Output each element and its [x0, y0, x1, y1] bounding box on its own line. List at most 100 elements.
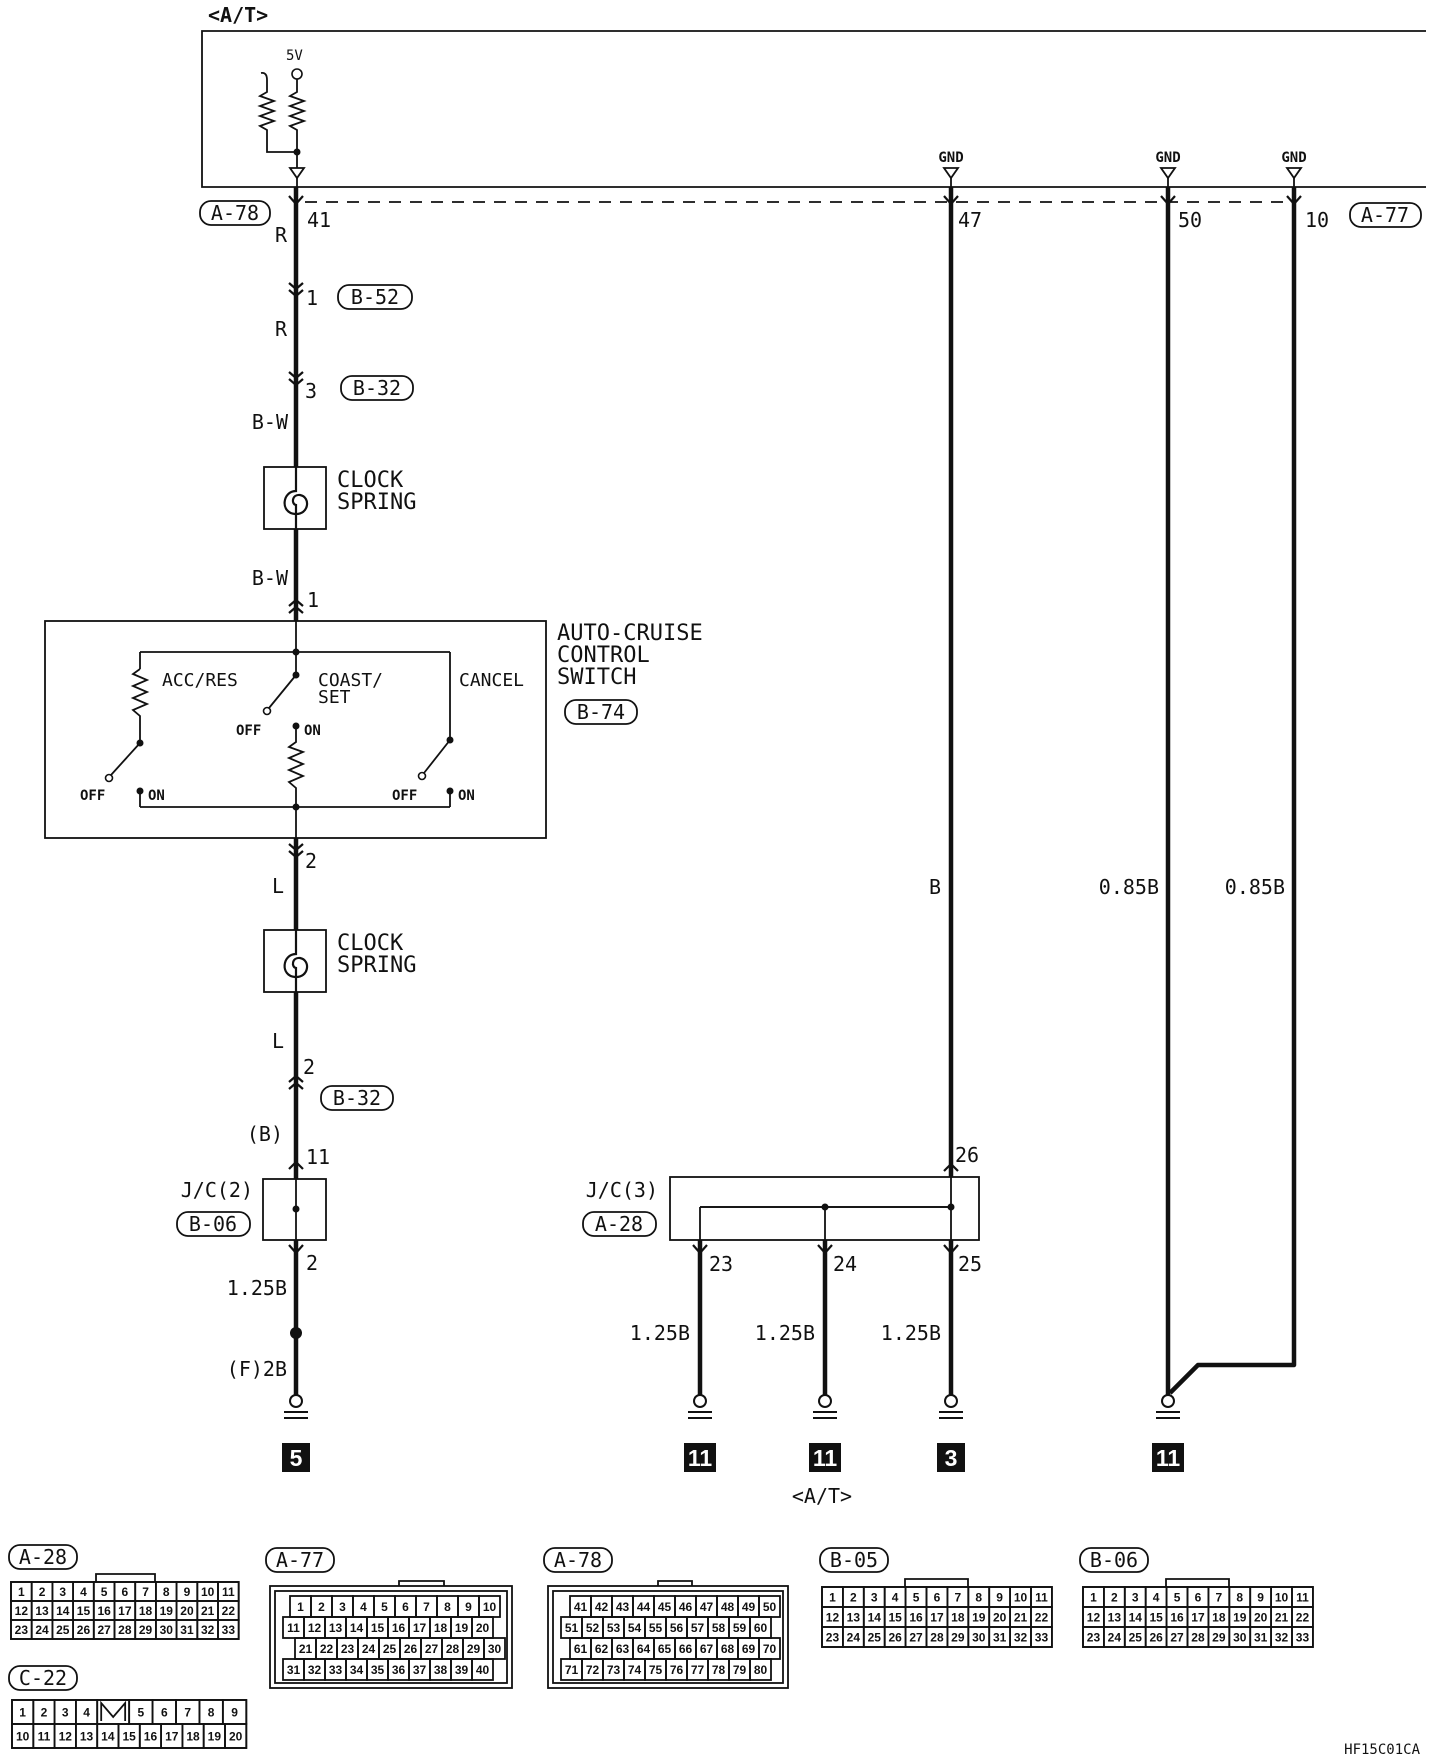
pin-number: 5	[381, 1600, 388, 1614]
pin-number: 9	[996, 1591, 1003, 1605]
pin-number: 41	[574, 1600, 588, 1614]
wire-size: 1.25B	[755, 1321, 815, 1345]
pin-number: 2	[1111, 1591, 1118, 1605]
pin-number: 32	[1014, 1631, 1028, 1645]
clock-spring-label: SPRING	[337, 953, 416, 978]
pin-cell	[1291, 1626, 1314, 1648]
pin-number: 32	[308, 1663, 322, 1677]
wire-size: 0.85B	[1099, 875, 1159, 899]
pin-number: 2	[306, 1251, 318, 1275]
connector-id: B-06	[1090, 1548, 1138, 1572]
pin-number: 32	[1275, 1631, 1289, 1645]
ground-point-label: 3	[937, 1443, 965, 1472]
pin-number: 58	[712, 1621, 726, 1635]
cancel-switch: OFF ON CANCEL	[392, 652, 524, 807]
pin-number: 27	[1170, 1631, 1184, 1645]
ecu-ground-50: GND	[1155, 150, 1181, 187]
pin-number: 6	[122, 1585, 129, 1599]
splice-point	[290, 1327, 302, 1339]
switch-on-label: ON	[458, 788, 475, 804]
pin-number: 23	[15, 1623, 29, 1637]
wire-color: B-W	[252, 566, 289, 590]
pin-number: 2	[305, 849, 317, 873]
connector-label: A-28	[8, 1544, 78, 1570]
pin-number: 47	[700, 1600, 714, 1614]
pin-number: 18	[434, 1621, 448, 1635]
pin-number: 21	[1275, 1611, 1289, 1625]
pin-number: 4	[83, 1706, 90, 1720]
pin-number: 18	[951, 1611, 965, 1625]
pin-number: 29	[139, 1623, 153, 1637]
figure-code: HF15C01CA	[1344, 1742, 1420, 1758]
connector-id: A-77	[276, 1548, 324, 1572]
pin-number: 25	[56, 1623, 70, 1637]
pin-number: 32	[201, 1623, 215, 1637]
switch-off-label: OFF	[80, 788, 105, 804]
pin-number: 16	[909, 1611, 923, 1625]
connector-id: B-05	[830, 1548, 878, 1572]
pin-number: 14	[868, 1611, 882, 1625]
pin-number: 28	[118, 1623, 132, 1637]
pin-number: 19	[455, 1621, 469, 1635]
connector-id: C-22	[19, 1666, 67, 1690]
ground-icon	[812, 1394, 838, 1419]
pin-number: 16	[97, 1604, 111, 1618]
pin-number: 9	[231, 1706, 238, 1720]
connector-label: B-05	[819, 1547, 889, 1573]
pin-cell	[483, 1637, 506, 1660]
pin-number: 37	[413, 1663, 427, 1677]
auto-cruise-control-switch: OFF ON ACC/RES OFF ON COAST/ SET OFF	[44, 620, 547, 839]
pin-number: 23	[826, 1631, 840, 1645]
pin-number: 30	[160, 1623, 174, 1637]
connector-tag-b06: B-06	[176, 1211, 251, 1237]
clock-spring-icon	[262, 465, 328, 531]
pin-number: 31	[180, 1623, 194, 1637]
pin-number: 20	[993, 1611, 1007, 1625]
pin-number: 5	[101, 1585, 108, 1599]
pin-number: 17	[1191, 1611, 1205, 1625]
pin-number: 56	[670, 1621, 684, 1635]
coast-set-label: COAST/	[318, 670, 383, 691]
connector-id: B-74	[577, 700, 625, 724]
pin-number: 11	[222, 1585, 235, 1599]
wire-color: R	[275, 223, 288, 247]
pin-number: 74	[628, 1663, 642, 1677]
cancel-label: CANCEL	[459, 670, 524, 691]
wire-color: (B)	[247, 1122, 283, 1146]
pin-number: 36	[392, 1663, 406, 1677]
pin-number: 7	[184, 1706, 191, 1720]
pin-number: 25	[1129, 1631, 1143, 1645]
pin-number: 73	[607, 1663, 621, 1677]
pin-number: 15	[122, 1730, 136, 1744]
pin-number: 33	[222, 1623, 236, 1637]
pin-number: 13	[329, 1621, 343, 1635]
pin-number: 50	[1178, 208, 1202, 232]
pin-number: 59	[733, 1621, 747, 1635]
connector-tag-b52: B-52	[337, 284, 413, 310]
pin-number: 72	[586, 1663, 600, 1677]
pin-number: 31	[1254, 1631, 1268, 1645]
pin-number: 10	[1275, 1591, 1289, 1605]
pin-number: 65	[658, 1642, 672, 1656]
pin-number: 6	[934, 1591, 941, 1605]
pin-number: 29	[467, 1642, 481, 1656]
pin-number: 43	[616, 1600, 630, 1614]
pin-number: 40	[476, 1663, 490, 1677]
wire-color: R	[275, 317, 288, 341]
pin-number: 10	[483, 1600, 497, 1614]
pin-number: 3	[871, 1591, 878, 1605]
pull-up-network	[257, 68, 307, 187]
pin-number: 62	[595, 1642, 609, 1656]
connector-tag-a28: A-28	[582, 1211, 657, 1237]
pin-number: 23	[341, 1642, 355, 1656]
pin-number: 22	[222, 1604, 236, 1618]
pin-number: 11	[306, 1145, 330, 1169]
pin-number: 24	[1108, 1631, 1122, 1645]
connector-id: B-52	[351, 285, 399, 309]
pin-number: 27	[425, 1642, 439, 1656]
wire-size: 1.25B	[881, 1321, 941, 1345]
pin-number: 50	[763, 1600, 777, 1614]
pin-number: 10	[1305, 208, 1329, 232]
